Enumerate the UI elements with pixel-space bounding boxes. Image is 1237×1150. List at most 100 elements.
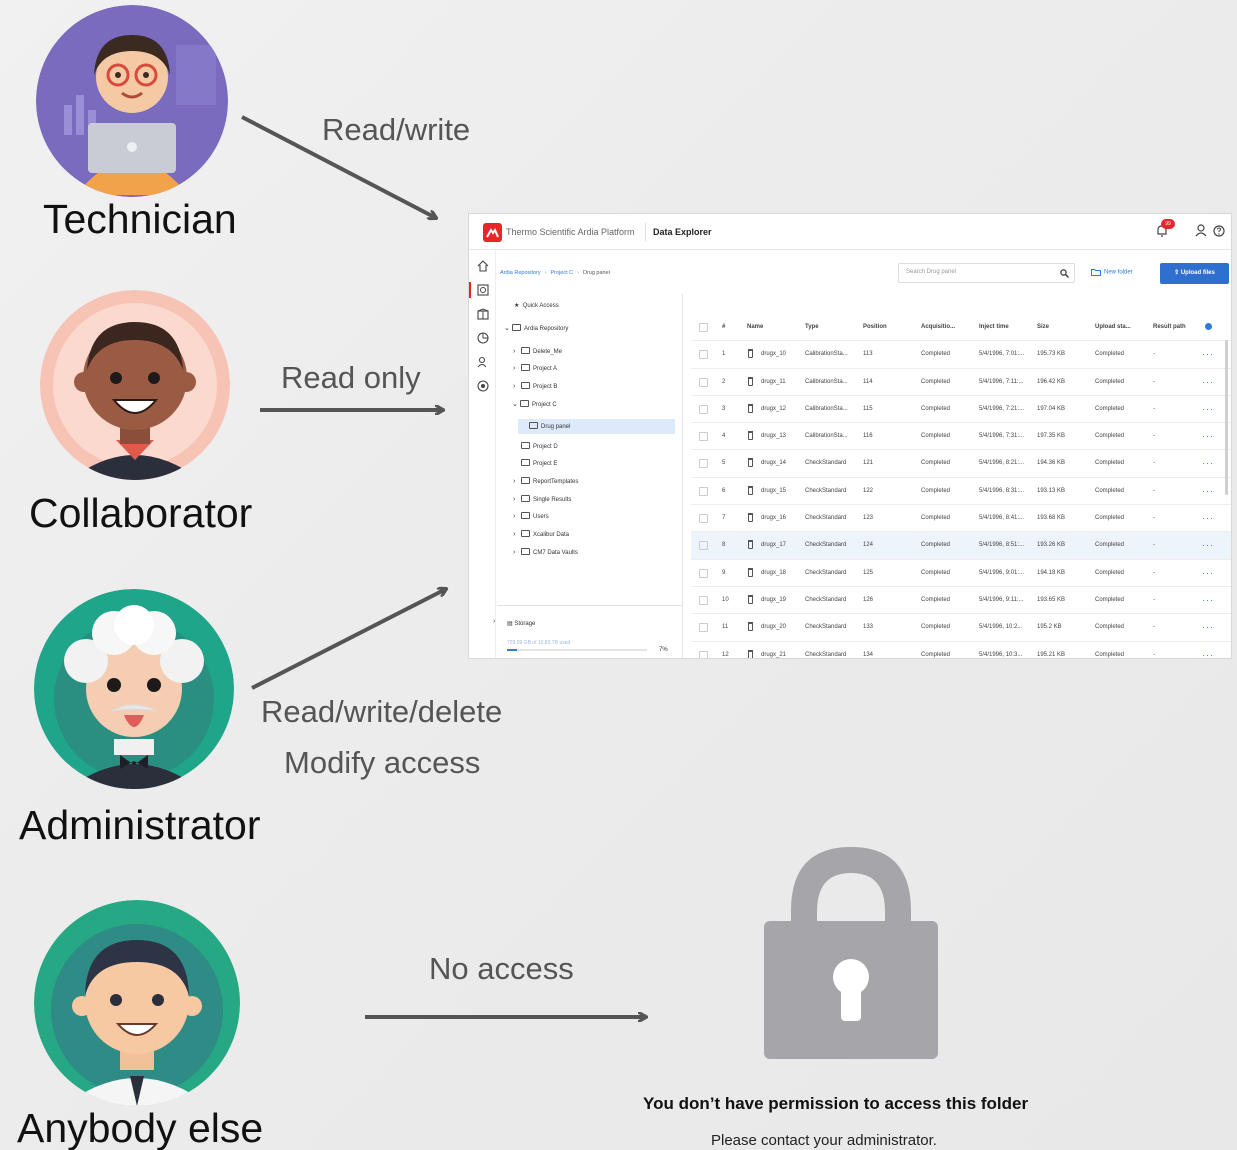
tree-item-drug-panel[interactable]: Drug panel: [529, 420, 570, 434]
tree-item-label: Single Results: [533, 497, 572, 503]
tree-item-project-c[interactable]: ⌄Project C: [512, 400, 557, 408]
package-icon[interactable]: [477, 308, 489, 320]
tree-item-label: Project E: [533, 461, 558, 467]
col-upload-status[interactable]: Upload sta...: [1095, 324, 1131, 330]
col-size[interactable]: Size: [1037, 324, 1050, 330]
tree-item-single-results[interactable]: ›Single Results: [513, 495, 572, 503]
table-cell: Completed: [921, 405, 951, 412]
col-position[interactable]: Position: [863, 324, 887, 330]
tree-item-project-b[interactable]: ›Project B: [513, 382, 558, 390]
table-cell: CheckStandard: [805, 569, 847, 576]
row-checkbox[interactable]: [699, 350, 708, 360]
col-type[interactable]: Type: [805, 324, 819, 330]
row-actions-icon[interactable]: ···: [1202, 513, 1214, 524]
tree-item-label: Project B: [533, 384, 558, 390]
tree-item-project-d[interactable]: Project D: [521, 440, 558, 454]
breadcrumb-root[interactable]: Ardia Repository: [500, 270, 541, 276]
row-checkbox[interactable]: [699, 432, 708, 442]
chart-icon[interactable]: [477, 332, 489, 344]
home-icon[interactable]: [477, 260, 489, 272]
row-actions-icon[interactable]: ···: [1202, 458, 1214, 469]
tree-divider: [682, 294, 683, 658]
tree-item-report-templates[interactable]: ›ReportTemplates: [513, 477, 579, 485]
tree-quick-access[interactable]: ★ Quick Access: [514, 303, 559, 309]
table-header: # Name Type Position Acquisitio... Injec…: [691, 314, 1231, 342]
row-actions-icon[interactable]: ···: [1202, 349, 1214, 360]
col-number[interactable]: #: [722, 324, 726, 330]
row-checkbox[interactable]: [699, 650, 708, 658]
row-checkbox[interactable]: [699, 595, 708, 605]
table-cell: 5/4/1996, 7:21:...: [979, 405, 1025, 412]
upload-files-button[interactable]: ⇪ Upload files: [1160, 263, 1229, 284]
row-checkbox[interactable]: [699, 623, 708, 633]
tree-item-delete-me[interactable]: ›Delete_Me: [513, 347, 563, 355]
row-checkbox[interactable]: [699, 404, 708, 414]
row-actions-icon[interactable]: ···: [1202, 540, 1214, 551]
access-denied-subtitle: Please contact your administrator.: [711, 1132, 937, 1149]
row-checkbox[interactable]: [699, 377, 708, 387]
help-icon[interactable]: [1213, 225, 1225, 237]
select-all-checkbox[interactable]: [699, 323, 708, 332]
col-acquisition[interactable]: Acquisitio...: [921, 324, 956, 330]
row-checkbox[interactable]: [699, 486, 708, 496]
search-input[interactable]: Search Drug panel: [898, 263, 1075, 283]
row-actions-icon[interactable]: ···: [1202, 594, 1214, 605]
row-actions-icon[interactable]: ···: [1202, 403, 1214, 414]
row-checkbox[interactable]: [699, 514, 708, 524]
collaborator-permission: Read only: [281, 360, 421, 395]
breadcrumb-project[interactable]: Project C: [550, 270, 574, 276]
storage-expand-icon[interactable]: ›: [493, 618, 496, 625]
column-settings-icon[interactable]: [1205, 323, 1212, 330]
row-actions-icon[interactable]: ···: [1202, 622, 1214, 633]
table-cell: 114: [863, 378, 873, 385]
table-scrollbar[interactable]: [1225, 340, 1228, 495]
table-cell: drugx_16: [761, 515, 787, 522]
tree-root[interactable]: ⌄Ardia Repository: [504, 324, 569, 332]
folder-icon: [521, 364, 530, 371]
col-inject-time[interactable]: Inject time: [979, 324, 1009, 330]
users-icon[interactable]: [477, 356, 489, 368]
side-nav: [469, 250, 496, 658]
tree-item-project-a[interactable]: ›Project A: [513, 364, 558, 372]
row-checkbox[interactable]: [699, 459, 708, 469]
instruments-icon[interactable]: [477, 380, 489, 392]
vial-icon: [748, 567, 753, 577]
tree-item-project-e[interactable]: Project E: [521, 457, 557, 471]
tree-item-cm7-data-vaults[interactable]: ›CM7 Data Vaults: [513, 548, 578, 556]
col-name[interactable]: Name: [747, 324, 764, 330]
row-actions-icon[interactable]: ···: [1202, 567, 1214, 578]
tree-item-xcalibur-data[interactable]: ›Xcalibur Data: [513, 530, 570, 538]
tree-item-users[interactable]: ›Users: [513, 512, 549, 520]
data-explorer-icon[interactable]: [477, 284, 489, 296]
row-actions-icon[interactable]: ···: [1202, 376, 1214, 387]
row-actions-icon[interactable]: ···: [1202, 431, 1214, 442]
storage-bar-fill: [507, 649, 517, 651]
table-cell: drugx_19: [761, 596, 787, 603]
tree-item-label: Delete_Me: [533, 349, 563, 355]
tree-item-label: Xcalibur Data: [533, 532, 570, 538]
row-checkbox[interactable]: [699, 541, 708, 551]
folder-icon: [521, 477, 530, 484]
row-actions-icon[interactable]: ···: [1202, 649, 1214, 659]
folder-icon: [521, 512, 530, 519]
table-cell: CheckStandard: [805, 596, 847, 603]
new-folder-button[interactable]: New folder: [1091, 268, 1133, 276]
user-icon[interactable]: [1195, 224, 1207, 237]
row-checkbox[interactable]: [699, 568, 708, 578]
table-cell: 5/4/1996, 10:3...: [979, 651, 1023, 658]
row-actions-icon[interactable]: ···: [1202, 485, 1214, 496]
table-cell: 3: [722, 405, 726, 412]
col-result-path[interactable]: Result path: [1153, 324, 1186, 330]
